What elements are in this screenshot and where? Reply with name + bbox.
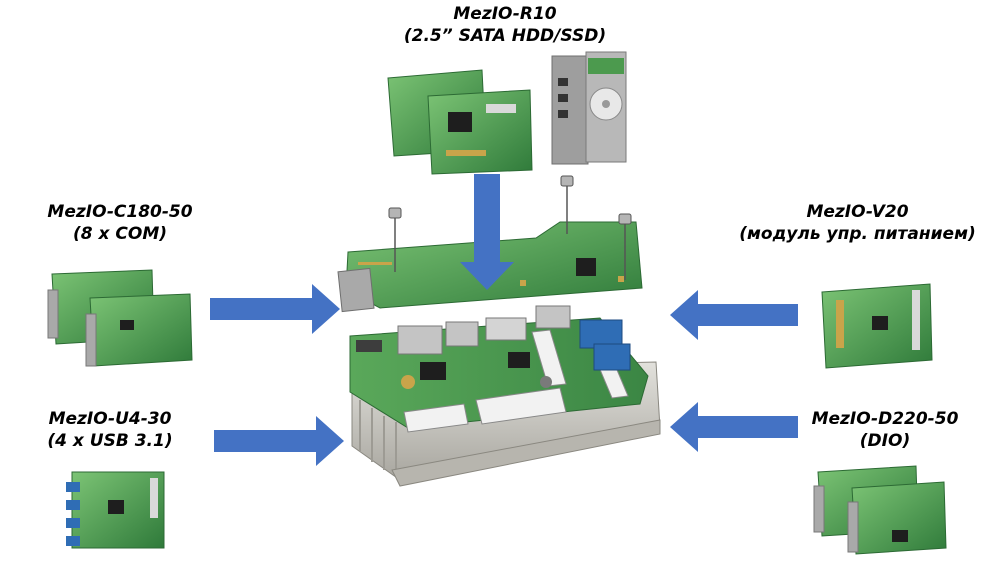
r10-enclosure-photo [551, 51, 627, 165]
u4-board-photo [66, 471, 165, 549]
v20-board-photo [821, 283, 933, 369]
module-desc-u4: (4 x USB 3.1) [47, 431, 173, 451]
r10-board-photo [387, 69, 533, 175]
label-mezio-v20: MezIO-V20 (модуль упр. питанием) [720, 201, 995, 245]
label-mezio-c180-50: MezIO-C180-50 (8 x COM) [10, 201, 230, 245]
label-mezio-r10: MezIO-R10 (2.5” SATA HDD/SSD) [370, 3, 640, 47]
module-name-d220: MezIO-D220-50 [811, 409, 959, 429]
module-name-r10: MezIO-R10 [453, 4, 557, 24]
d220-board-photo [813, 465, 947, 555]
module-name-c180: MezIO-C180-50 [47, 202, 193, 222]
arrow-down-r10 [460, 174, 514, 290]
module-desc-c180: (8 x COM) [72, 224, 167, 244]
label-mezio-u4-30: MezIO-U4-30 (4 x USB 3.1) [10, 408, 210, 452]
module-name-u4: MezIO-U4-30 [48, 409, 172, 429]
arrow-right-c180 [210, 284, 340, 334]
arrow-left-d220 [670, 402, 798, 452]
module-name-v20: MezIO-V20 [806, 202, 909, 222]
arrow-right-u4 [214, 416, 344, 466]
c180-board-photo [47, 269, 193, 367]
module-desc-d220: (DIO) [859, 431, 911, 451]
module-desc-v20: (модуль упр. питанием) [739, 224, 976, 244]
arrow-left-v20 [670, 290, 798, 340]
label-mezio-d220-50: MezIO-D220-50 (DIO) [780, 408, 990, 452]
module-desc-r10: (2.5” SATA HDD/SSD) [403, 26, 607, 46]
